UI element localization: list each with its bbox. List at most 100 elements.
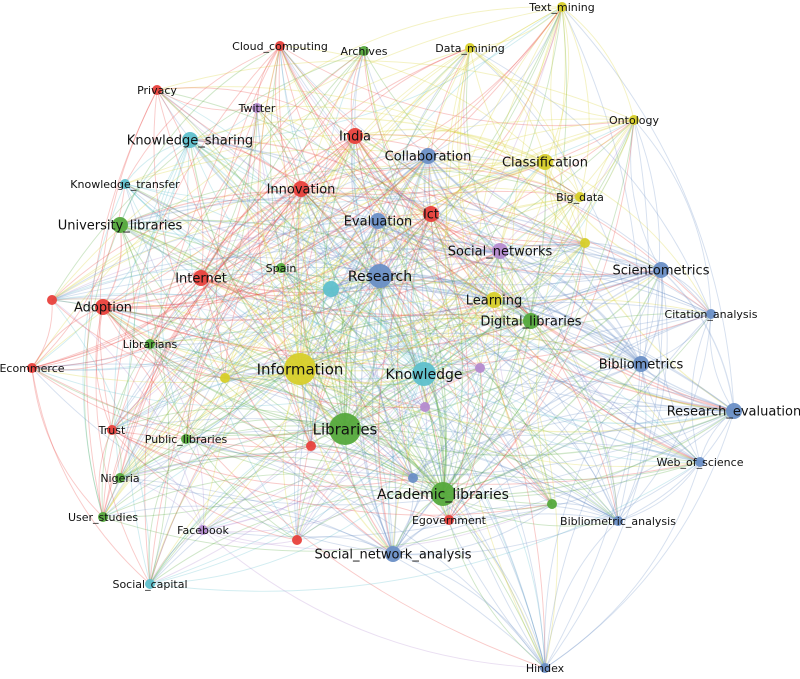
- network-edge: [448, 410, 735, 521]
- node-ict[interactable]: [423, 206, 439, 222]
- node-academic-libraries[interactable]: [431, 482, 455, 506]
- network-edge: [344, 119, 635, 430]
- node-libraries[interactable]: [329, 413, 361, 445]
- node-research[interactable]: [368, 264, 392, 288]
- network-edge: [300, 167, 581, 198]
- node-egovernment[interactable]: [444, 515, 454, 525]
- node-n-red-c[interactable]: [292, 535, 302, 545]
- network-edge: [280, 267, 444, 495]
- node-social-networks[interactable]: [492, 243, 508, 259]
- node-knowledge-transfer[interactable]: [120, 179, 130, 189]
- node-research-evaluation[interactable]: [726, 403, 742, 419]
- node-learning[interactable]: [486, 292, 502, 308]
- network-edge: [279, 45, 662, 271]
- node-digital-libraries[interactable]: [523, 313, 539, 329]
- node-collaboration[interactable]: [420, 148, 436, 164]
- network-edge: [202, 477, 414, 533]
- node-text-mining[interactable]: [557, 2, 567, 12]
- network-edge: [561, 6, 590, 198]
- node-ecommerce[interactable]: [27, 363, 37, 373]
- node-evaluation[interactable]: [370, 213, 386, 229]
- node-spain[interactable]: [276, 263, 286, 273]
- node-big-data[interactable]: [575, 192, 585, 202]
- node-user-studies[interactable]: [98, 512, 108, 522]
- network-edge: [493, 119, 635, 301]
- network-edge: [51, 268, 332, 301]
- network-edge: [424, 6, 563, 408]
- network-edge: [299, 119, 635, 370]
- network-edge: [149, 275, 381, 346]
- node-label-university-libraries: University_libraries: [58, 219, 183, 234]
- node-web-of-science[interactable]: [695, 457, 705, 467]
- node-n-yellow-right[interactable]: [580, 238, 590, 248]
- node-n-blue-a[interactable]: [408, 473, 418, 483]
- node-trust[interactable]: [107, 425, 117, 435]
- node-n-red-a[interactable]: [47, 295, 57, 305]
- network-edge: [257, 45, 312, 447]
- node-nigeria[interactable]: [115, 473, 125, 483]
- node-label-scientometrics: Scientometrics: [613, 264, 710, 279]
- node-social-network-analysis[interactable]: [385, 546, 401, 562]
- network-edge: [493, 299, 642, 365]
- network-edge: [363, 50, 495, 301]
- node-innovation[interactable]: [293, 181, 309, 197]
- node-label-facebook: Facebook: [177, 524, 229, 537]
- network-edge: [296, 135, 356, 370]
- network-edge: [300, 47, 471, 190]
- node-privacy[interactable]: [152, 85, 162, 95]
- network-edge: [51, 273, 642, 365]
- node-n-red-b[interactable]: [306, 441, 316, 451]
- node-scientometrics[interactable]: [653, 262, 669, 278]
- network-edge: [379, 275, 426, 408]
- node-label-user-studies: User_studies: [68, 511, 138, 524]
- network-edge: [269, 45, 346, 430]
- node-bibliometric-analysis[interactable]: [613, 516, 623, 526]
- node-label-research-evaluation: Research_evaluation: [667, 405, 800, 420]
- network-edge: [657, 269, 701, 463]
- network-edge: [310, 213, 432, 447]
- node-public-libraries[interactable]: [181, 434, 191, 444]
- network-edge: [149, 188, 302, 345]
- node-data-mining[interactable]: [465, 43, 475, 53]
- network-edge: [424, 406, 553, 505]
- network-edge: [493, 299, 701, 463]
- network-edge: [499, 250, 701, 463]
- network-edge: [202, 6, 563, 531]
- node-n-yellow-mid[interactable]: [220, 373, 230, 383]
- node-university-libraries[interactable]: [112, 217, 128, 233]
- network-edge: [442, 119, 635, 495]
- node-india[interactable]: [347, 128, 363, 144]
- network-edge: [124, 133, 546, 185]
- node-twitter[interactable]: [252, 103, 262, 113]
- network-edge: [279, 45, 586, 244]
- node-knowledge-sharing[interactable]: [182, 132, 198, 148]
- node-classification[interactable]: [537, 154, 553, 170]
- network-edge: [224, 371, 426, 408]
- node-bibliometrics[interactable]: [633, 356, 649, 372]
- node-label-public-libraries: Public_libraries: [145, 433, 228, 446]
- network-edge: [111, 429, 553, 516]
- node-knowledge[interactable]: [412, 362, 436, 386]
- node-internet[interactable]: [193, 270, 209, 286]
- network-edge: [412, 367, 481, 479]
- node-information[interactable]: [284, 353, 316, 385]
- network-edge: [124, 183, 735, 412]
- node-n-cyan-big[interactable]: [323, 281, 339, 297]
- node-facebook[interactable]: [198, 525, 208, 535]
- network-edge: [530, 196, 581, 322]
- node-cloud-computing[interactable]: [275, 41, 285, 51]
- node-social-capital[interactable]: [145, 579, 155, 589]
- node-hindex[interactable]: [540, 663, 550, 673]
- network-edge: [544, 161, 662, 271]
- node-n-purple-a[interactable]: [475, 363, 485, 373]
- network-edge: [544, 161, 586, 244]
- network-edge: [445, 47, 481, 369]
- node-librarians[interactable]: [145, 339, 155, 349]
- node-citation-analysis[interactable]: [706, 309, 716, 319]
- node-ontology[interactable]: [629, 115, 639, 125]
- node-adoption[interactable]: [95, 299, 111, 315]
- node-n-green-a[interactable]: [547, 499, 557, 509]
- node-n-purple-b[interactable]: [420, 402, 430, 412]
- network-edge: [119, 477, 546, 669]
- node-archives[interactable]: [359, 46, 369, 56]
